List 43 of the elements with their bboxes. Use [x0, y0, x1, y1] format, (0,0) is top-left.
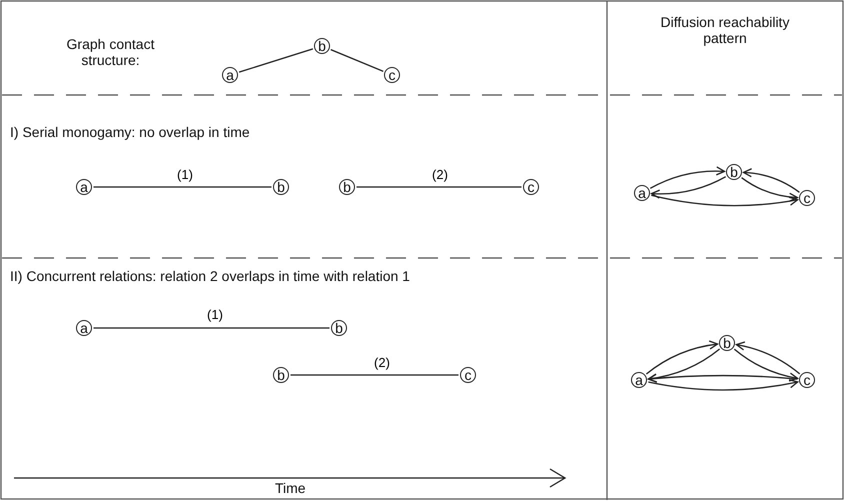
- edge-label: (2): [430, 167, 450, 182]
- curved-arrow: [648, 378, 798, 391]
- column-heading: Diffusion reachability pattern: [660, 14, 790, 46]
- row-heading: Graph contact structure:: [66, 36, 156, 68]
- edge-label: (1): [205, 307, 225, 322]
- node-circle: a: [76, 179, 92, 195]
- curved-arrow: [741, 177, 798, 202]
- curved-arrow: [651, 194, 798, 206]
- node-circle: c: [460, 367, 476, 383]
- curved-arrow: [650, 166, 726, 189]
- node-circle: a: [631, 372, 647, 388]
- edge-label: (2): [372, 355, 392, 370]
- node-circle: c: [523, 179, 539, 195]
- curved-arrow: [736, 342, 800, 374]
- curved-arrow: [650, 176, 726, 199]
- axis-label: Time: [275, 480, 306, 496]
- node-circle: c: [384, 67, 400, 83]
- relation-line: [356, 186, 522, 188]
- relation-line: [290, 374, 458, 376]
- node-circle: a: [76, 320, 92, 336]
- edge-label: (1): [175, 167, 195, 182]
- relation-line: [94, 327, 330, 329]
- row-heading: I) Serial monogamy: no overlap in time: [10, 124, 250, 140]
- node-circle: b: [719, 335, 735, 351]
- curved-arrow: [648, 374, 798, 384]
- relation-line: [238, 48, 314, 73]
- node-circle: b: [339, 179, 355, 195]
- relation-line: [330, 49, 384, 72]
- curved-arrow: [742, 168, 800, 193]
- node-circle: a: [222, 67, 238, 83]
- node-circle: b: [273, 179, 289, 195]
- node-circle: b: [726, 164, 742, 180]
- node-circle: c: [799, 372, 815, 388]
- node-circle: b: [273, 367, 289, 383]
- node-circle: b: [331, 320, 347, 336]
- curved-arrow: [734, 348, 798, 382]
- node-circle: c: [799, 190, 815, 206]
- node-circle: b: [314, 38, 330, 54]
- curved-arrow: [648, 348, 720, 382]
- row-heading: II) Concurrent relations: relation 2 overlaps in time with relation 1: [10, 268, 410, 284]
- curved-arrow: [646, 340, 718, 375]
- node-circle: a: [634, 185, 650, 201]
- relation-line: [94, 186, 272, 188]
